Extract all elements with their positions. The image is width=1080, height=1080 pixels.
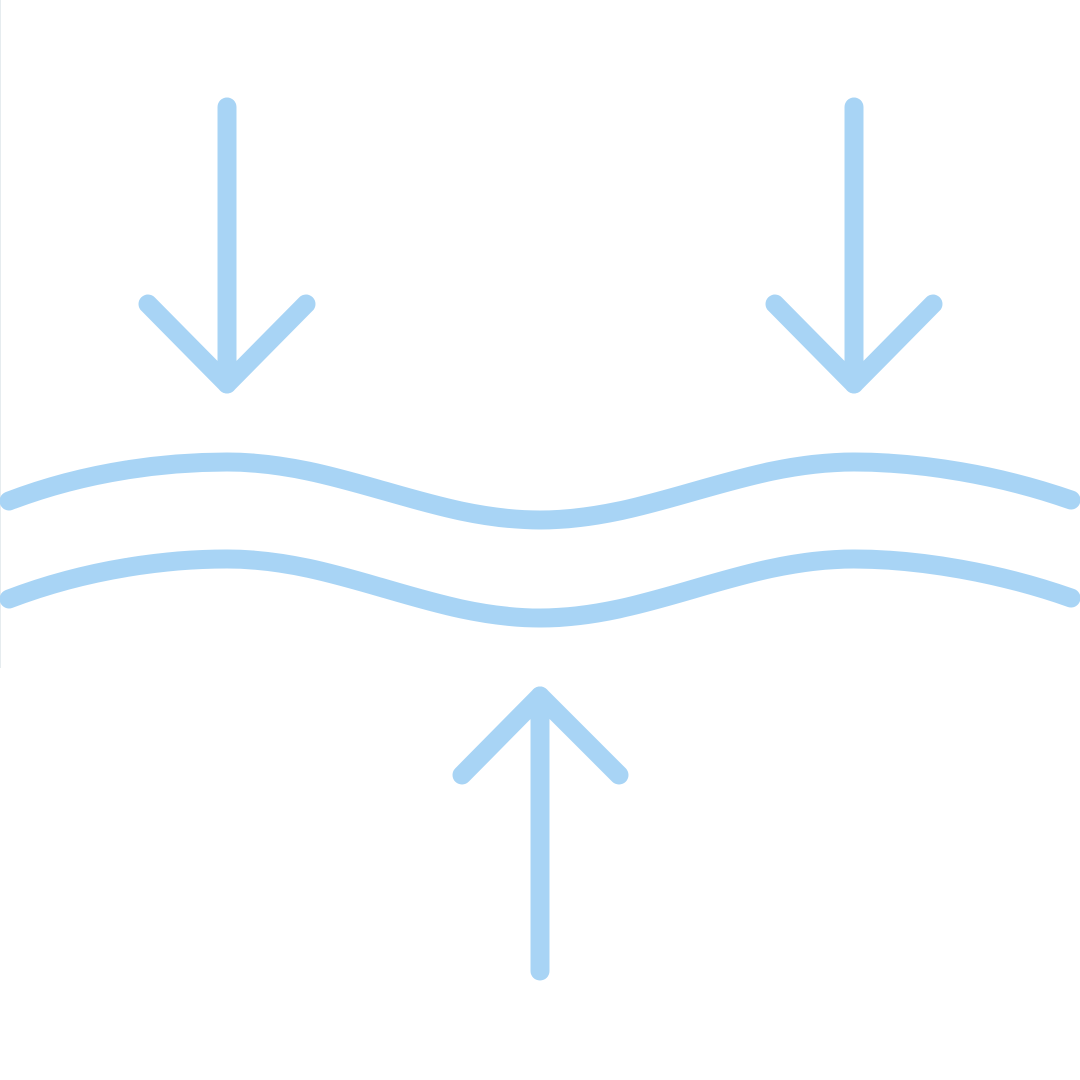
wave-bottom-icon (0, 549, 1080, 628)
arrow-down-left-icon (138, 97, 316, 394)
left-edge-divider (0, 0, 1, 668)
arrow-down-right-icon (765, 97, 943, 394)
arrow-up-center-icon (452, 686, 629, 981)
wave-top-icon (0, 452, 1080, 530)
